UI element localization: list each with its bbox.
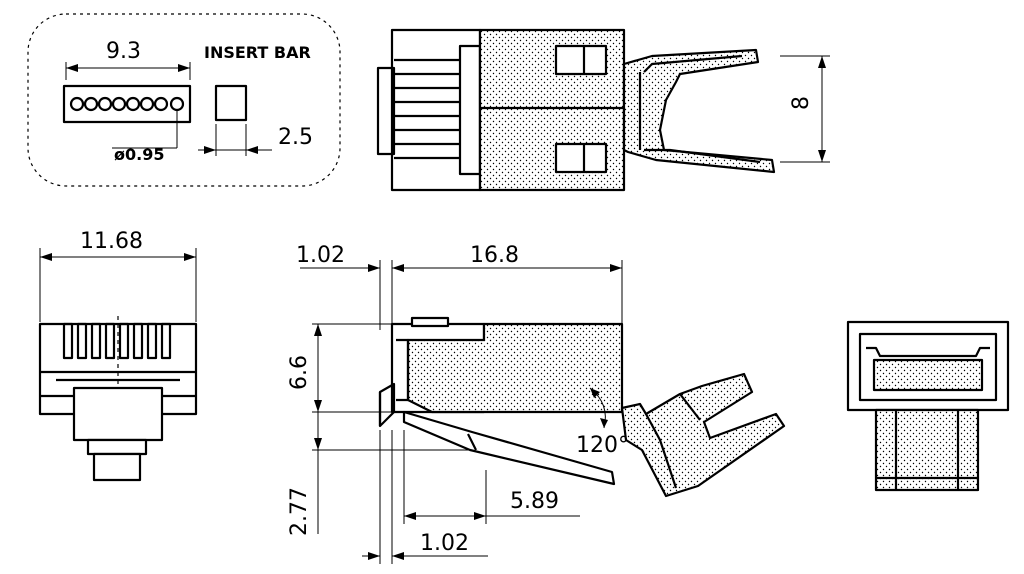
insert-bar-detail: 9.3 INSERT BAR ø0.95	[27, 13, 341, 187]
contact-strip	[62, 84, 192, 124]
side-height-label: 6.6	[287, 355, 312, 390]
side-lower-label: 2.77	[287, 487, 312, 536]
front-width-label: 11.68	[80, 229, 143, 254]
hole-diameter-label: ø0.95	[114, 145, 164, 164]
front-view: 11.68	[38, 229, 198, 482]
side-view: 1.02 16.8 6.6 2.77	[287, 243, 786, 564]
angle-annotation: 120°	[576, 387, 629, 458]
side-length-label: 16.8	[470, 243, 519, 268]
rear-view	[846, 320, 1010, 492]
insert-width-label: 9.3	[106, 39, 141, 64]
latch-dimension: 5.89	[403, 430, 580, 524]
bar-width-label: 2.5	[278, 125, 313, 150]
side-height-dimensions: 6.6 2.77	[287, 323, 470, 536]
contact-slots-top	[394, 44, 482, 176]
top-view: 8	[376, 28, 830, 192]
latch-label: 5.89	[510, 489, 559, 514]
top-height-dimension: 8	[780, 55, 830, 163]
side-offset-bottom-dimension: 1.02	[362, 430, 488, 564]
front-width-dimension: 11.68	[39, 229, 197, 322]
angle-label: 120°	[576, 433, 629, 458]
insert-width-dimension: 9.3	[65, 39, 191, 80]
top-height-label: 8	[789, 96, 814, 110]
side-offset-bottom-label: 1.02	[420, 531, 469, 556]
side-length-dimensions: 1.02 16.8	[296, 243, 623, 330]
insert-bar-title: INSERT BAR	[204, 43, 311, 62]
contact-teeth-front	[62, 322, 172, 360]
detail-border	[27, 13, 341, 187]
bar-width-dimension: 2.5	[198, 124, 313, 156]
side-offset-top-label: 1.02	[296, 243, 345, 268]
insert-bar-square	[214, 84, 248, 122]
hole-diameter-leader: ø0.95	[112, 110, 178, 164]
